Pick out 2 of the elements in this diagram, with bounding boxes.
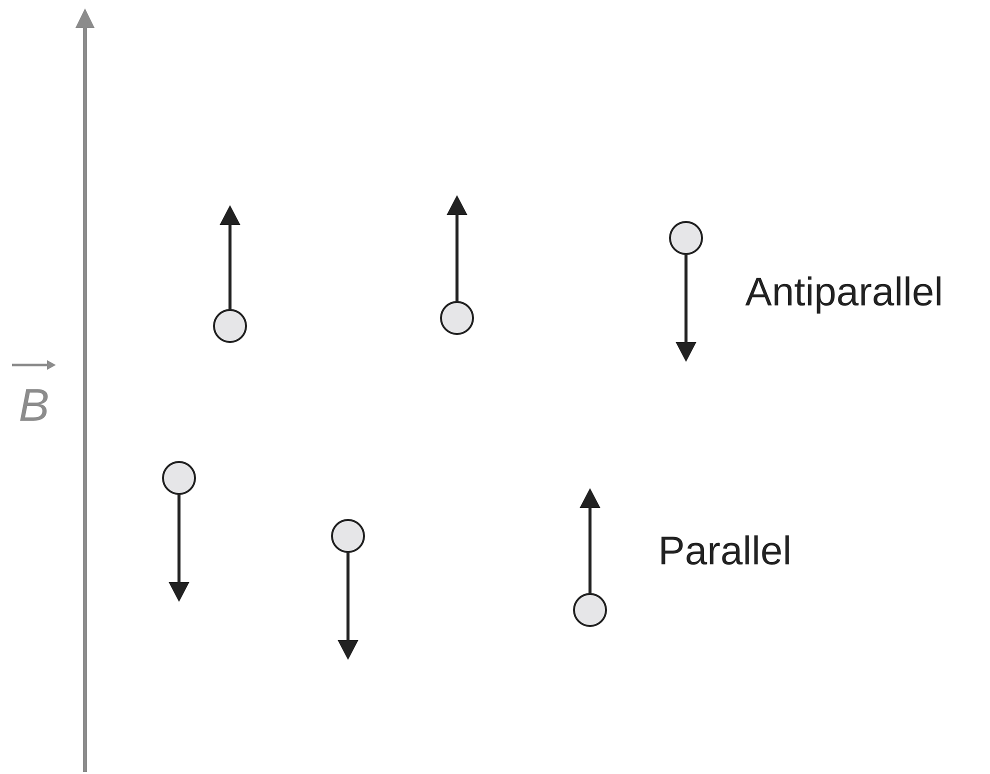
- spin-label: Parallel: [661, 535, 789, 565]
- spin-label: Antiparallel: [745, 276, 940, 314]
